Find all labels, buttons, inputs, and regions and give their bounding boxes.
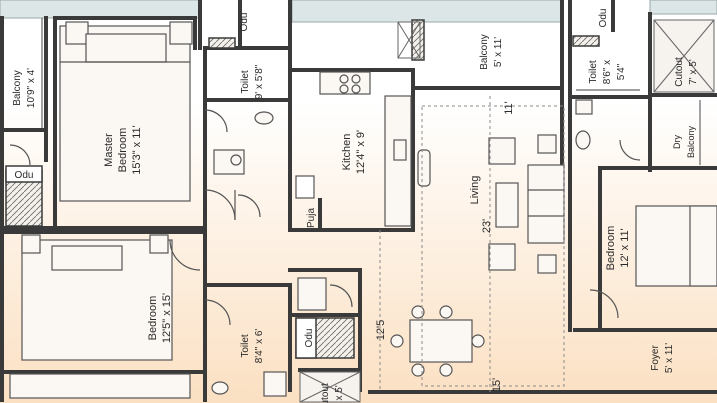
- master-bedroom-name: Master: [103, 133, 115, 167]
- dining-dim: 12'5: [375, 320, 387, 340]
- balcony-top-dim: 5' x 11': [493, 37, 504, 67]
- toilet-3-dim: 8'4" x 6': [254, 329, 265, 364]
- toilet-2-dim2: 5'4": [616, 63, 627, 80]
- odu-left-label: Odu: [15, 170, 34, 181]
- bedroom-right-dim: 12' x 11': [619, 228, 631, 267]
- living-dim-top: 11': [503, 101, 515, 115]
- balcony-rail: [41, 18, 701, 165]
- toilet-2-dim: 8'6" x: [602, 60, 613, 84]
- bedroom-left-name: Bedroom: [147, 296, 159, 341]
- bedroom-right-name: Bedroom: [605, 226, 617, 271]
- cutout-top-dim: 7' x 5': [688, 59, 699, 85]
- living-dim-bottom: 15': [491, 378, 503, 392]
- living-dashed-outline: [379, 96, 565, 392]
- toilet-1-dim: 9' x 5'8": [254, 64, 265, 99]
- toilet-1-name: Toilet: [240, 70, 251, 94]
- door-swings: [9, 109, 641, 326]
- odu-bottom-label: Odu: [304, 329, 315, 348]
- cutout-bottom-dim: 5' x 5': [334, 385, 345, 403]
- balcony-left-dim: 10'9" x 4': [26, 68, 37, 108]
- cutout-marks: [299, 19, 715, 403]
- dry-balcony-name2: Balcony: [686, 125, 696, 158]
- cutout-top-name: Cutout: [674, 57, 685, 87]
- dry-balcony-name: Dry: [672, 135, 682, 149]
- room-labels: Balcony 10'9" x 4' Odu Odu Master Bedroo…: [12, 9, 699, 403]
- furniture: [9, 21, 717, 399]
- odu-top-left-label: Odu: [239, 13, 250, 32]
- foyer-name: Foyer: [650, 345, 661, 371]
- kitchen-dim: 12'4" x 9': [355, 130, 367, 174]
- living-name: Living: [469, 176, 481, 205]
- cutout-bottom-name: Cutout: [320, 383, 331, 403]
- balcony-top-name: Balcony: [479, 34, 490, 70]
- bedroom-left-dim: 12'5" x 15': [161, 293, 173, 343]
- master-bedroom-name2: Bedroom: [117, 128, 129, 173]
- foyer-dim: 5' x 11': [664, 343, 675, 373]
- living-dim-side: 23': [481, 219, 493, 233]
- toilet-2-name: Toilet: [588, 60, 599, 84]
- kitchen-name: Kitchen: [341, 134, 353, 171]
- odu-top-right-label: Odu: [598, 9, 609, 28]
- toilet-3-name: Toilet: [240, 334, 251, 358]
- balcony-left-name: Balcony: [12, 70, 23, 106]
- puja-label: Puja: [306, 208, 317, 228]
- master-bedroom-dim: 15'3" x 11': [131, 125, 143, 175]
